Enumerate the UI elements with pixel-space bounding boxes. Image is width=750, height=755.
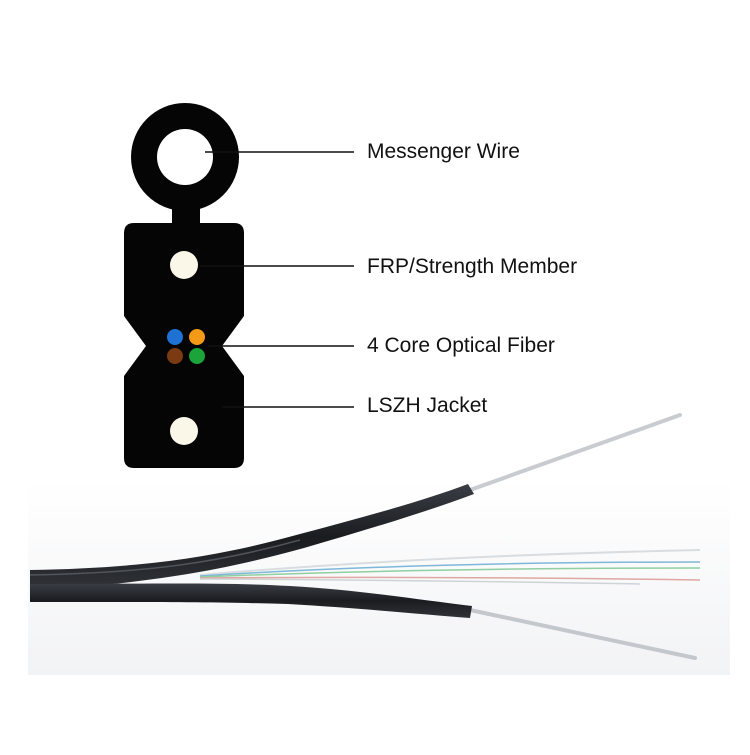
cable-photo: [29, 413, 701, 660]
fiber-strand-red: [199, 576, 701, 581]
fiber-strand-grey: [199, 578, 641, 585]
label-frp-strength-member: FRP/Strength Member: [367, 255, 578, 278]
label-lszh-jacket: LSZH Jacket: [367, 394, 488, 417]
label-optical-fiber: 4 Core Optical Fiber: [367, 334, 555, 357]
lszh-jacket-body: [124, 223, 244, 468]
leader-lines: [200, 151, 354, 408]
cable-cross-section: [124, 103, 244, 468]
fiber-blue: [167, 329, 183, 345]
frp-strength-member-top: [170, 251, 198, 279]
fiber-orange: [189, 329, 205, 345]
fiber-brown: [167, 348, 183, 364]
jacket-branch-upper: [30, 484, 474, 590]
fiber-green: [189, 348, 205, 364]
fiber-strand-green: [199, 567, 701, 578]
steel-wire-upper: [468, 413, 682, 492]
label-messenger-wire: Messenger Wire: [367, 140, 520, 163]
steel-wire-lower: [468, 608, 697, 660]
messenger-wire-core: [157, 129, 213, 185]
jacket-highlight: [29, 539, 301, 576]
fiber-strand-white: [199, 549, 701, 576]
frp-strength-member-bottom: [170, 417, 198, 445]
fiber-strand-blue: [199, 561, 701, 577]
jacket-branch-lower: [30, 583, 472, 618]
